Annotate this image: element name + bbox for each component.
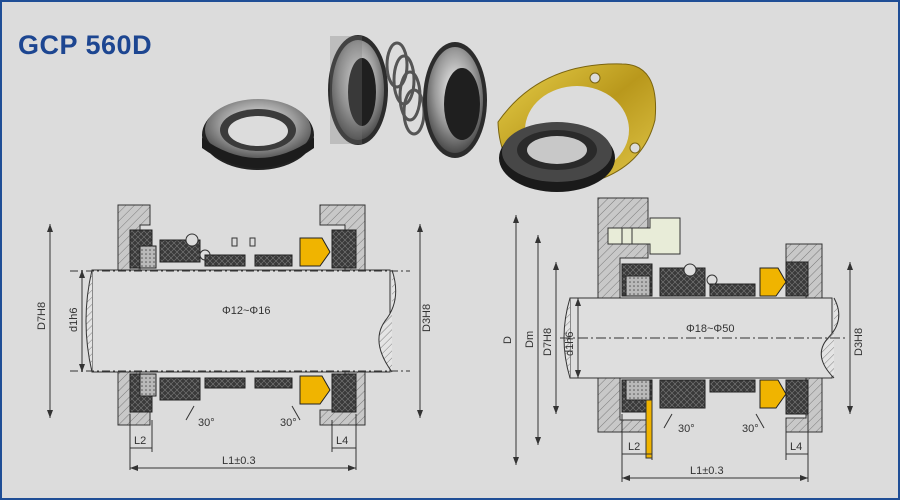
rotating-seal-head-2 — [423, 42, 487, 158]
left-l4-label: L4 — [336, 435, 348, 447]
product-title: GCP 560D — [18, 30, 153, 60]
right-angle-right: 30° — [742, 423, 759, 435]
right-d-label: D — [502, 336, 514, 344]
spring — [385, 41, 426, 136]
left-angle-right: 30° — [280, 417, 297, 429]
left-shaft-range: Φ12~Φ16 — [222, 305, 270, 317]
right-angle-left: 30° — [678, 423, 695, 435]
right-shaft-range: Φ18~Φ50 — [686, 323, 734, 335]
seal-product-photo — [202, 35, 657, 192]
right-l2-label: L2 — [628, 441, 640, 453]
left-l1-label: L1±0.3 — [222, 455, 256, 467]
right-l1-label: L1±0.3 — [690, 465, 724, 477]
left-drawing: Φ12~Φ16 D7H8 d1h6 D3H8 30° 30° L2 L4 L1±… — [36, 204, 433, 471]
rotating-seal-head — [328, 35, 388, 145]
rubber-seat-ring — [499, 122, 615, 192]
left-d1-label: d1h6 — [68, 308, 80, 332]
left-d3-label: D3H8 — [421, 304, 433, 332]
left-l2-label: L2 — [134, 435, 146, 447]
right-dm-label: Dm — [524, 331, 536, 348]
left-angle-left: 30° — [198, 417, 215, 429]
right-d7-label: D7H8 — [542, 328, 554, 356]
right-d3-label: D3H8 — [853, 328, 865, 356]
stationary-seat-ring — [202, 99, 314, 170]
right-drawing: Φ18~Φ50 D Dm D7H8 d1h6 D3H8 30° 30° L2 L… — [502, 197, 865, 482]
right-d1-label: d1h6 — [564, 332, 576, 356]
right-l4-label: L4 — [790, 441, 802, 453]
left-d7-label: D7H8 — [36, 302, 48, 330]
